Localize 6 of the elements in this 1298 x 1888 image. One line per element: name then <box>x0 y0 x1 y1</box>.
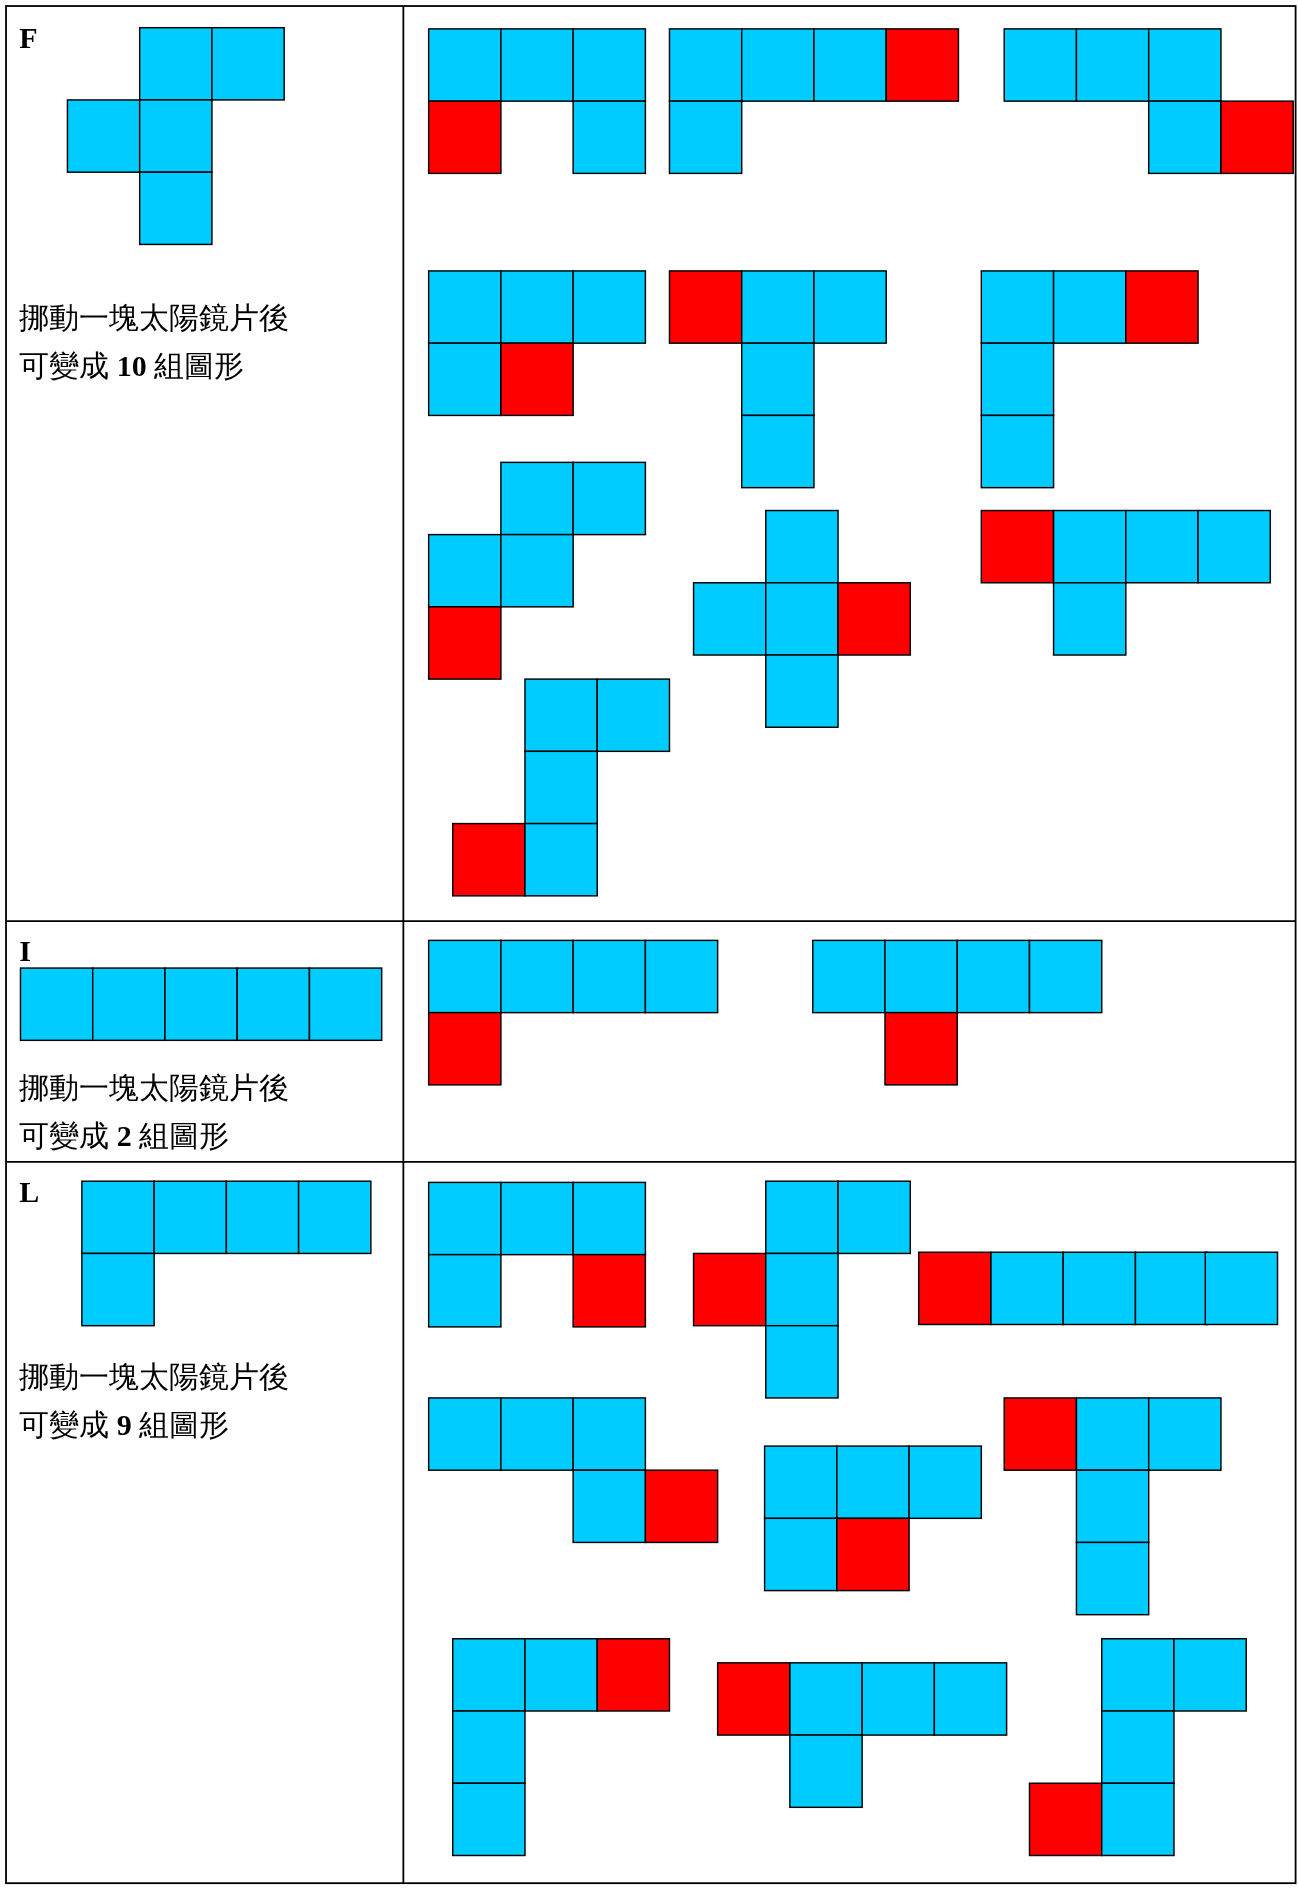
row-letter: F <box>19 20 38 57</box>
description-text: 挪動一塊太陽鏡片後可變成 2 組圖形 <box>19 1070 291 1155</box>
row-letter: L <box>19 1173 40 1210</box>
description-text: 挪動一塊太陽鏡片後可變成 10 組圖形 <box>19 299 291 384</box>
description-text: 挪動一塊太陽鏡片後可變成 9 組圖形 <box>19 1359 291 1444</box>
row-letter: I <box>19 933 31 970</box>
